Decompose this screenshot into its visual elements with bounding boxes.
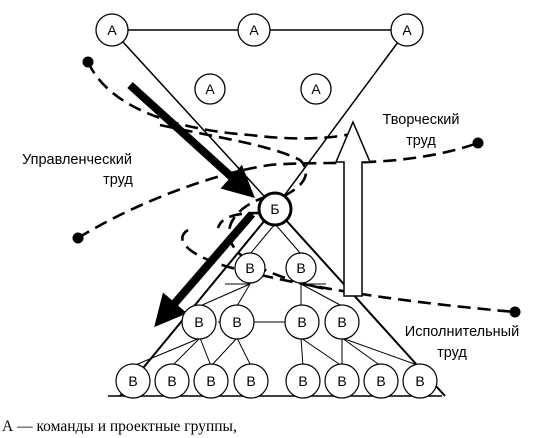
svg-text:В: В — [245, 260, 254, 276]
thick-arrow-upper — [127, 82, 255, 199]
node-v-row2: В — [219, 304, 255, 340]
flow-endpoint-dot — [472, 137, 484, 149]
svg-text:Творческий: Творческий — [383, 112, 460, 128]
svg-text:В: В — [415, 373, 424, 389]
flow-endpoint-dot — [509, 306, 521, 318]
svg-text:В: В — [337, 373, 346, 389]
node-v-row3: В — [324, 363, 360, 399]
node-a-middle-left: А — [194, 73, 226, 105]
flow-endpoint-dot — [82, 56, 94, 68]
hourglass-organization-diagram: А А А А А Б В В В В В В — [22, 13, 521, 399]
svg-text:В: В — [246, 373, 255, 389]
svg-text:Исполнительный: Исполнительный — [405, 324, 519, 340]
svg-text:В: В — [297, 314, 306, 330]
node-v-row3: В — [193, 363, 229, 399]
dashed-curve-creative — [77, 141, 479, 240]
svg-text:труд: труд — [103, 172, 133, 188]
node-a-top-right: А — [390, 13, 424, 47]
svg-text:В: В — [298, 373, 307, 389]
thick-arrow-lower — [154, 211, 256, 328]
node-v-row3: В — [402, 363, 438, 399]
node-v-row3: В — [285, 363, 321, 399]
hierarchy-tree-lines — [132, 223, 421, 367]
svg-text:А: А — [249, 22, 259, 38]
svg-text:В: В — [167, 373, 176, 389]
lower-triangle-left-edge — [119, 207, 276, 397]
svg-text:В: В — [296, 260, 305, 276]
hollow-upward-arrow — [334, 120, 372, 297]
label-managerial-labor: Управленческий труд — [22, 152, 133, 188]
figure-caption: А — команды и проектные группы, — [2, 418, 237, 435]
svg-text:А: А — [205, 81, 215, 97]
svg-text:В: В — [232, 314, 241, 330]
svg-text:В: В — [206, 373, 215, 389]
svg-text:Б: Б — [270, 201, 279, 217]
dashed-curve-inner — [216, 211, 263, 229]
svg-text:В: В — [337, 314, 346, 330]
svg-text:труд: труд — [437, 345, 467, 361]
node-v-row3: В — [154, 363, 190, 399]
dashed-curve-managerial — [86, 61, 361, 140]
node-v-row3: В — [363, 363, 399, 399]
label-creative-labor: Творческий труд — [383, 112, 460, 149]
dashed-curve-executive — [181, 228, 516, 314]
upper-triangle-left-edge — [111, 29, 276, 209]
label-executive-labor: Исполнительный труд — [405, 324, 519, 361]
upper-triangle-right-edge — [274, 29, 408, 209]
node-v-row2: В — [324, 304, 360, 340]
node-a-top-left: А — [95, 13, 129, 47]
svg-text:В: В — [128, 373, 137, 389]
node-v-row1: В — [234, 252, 266, 284]
flow-endpoint-dot — [72, 232, 84, 244]
svg-text:Управленческий: Управленческий — [22, 152, 132, 168]
node-v-row2: В — [181, 304, 217, 340]
svg-text:труд: труд — [406, 133, 436, 149]
node-v-row1: В — [285, 252, 317, 284]
node-b-center: Б — [257, 191, 293, 227]
node-v-row2: В — [284, 304, 320, 340]
svg-text:В: В — [194, 314, 203, 330]
dashed-curve-managerial-loop — [159, 123, 308, 202]
node-v-row3: В — [115, 363, 151, 399]
svg-text:А: А — [107, 22, 117, 38]
node-v-row3: В — [233, 363, 269, 399]
svg-text:В: В — [376, 373, 385, 389]
node-a-top-center: А — [237, 13, 271, 47]
node-a-middle-right: А — [300, 73, 332, 105]
svg-text:А: А — [311, 81, 321, 97]
svg-text:А: А — [402, 22, 412, 38]
